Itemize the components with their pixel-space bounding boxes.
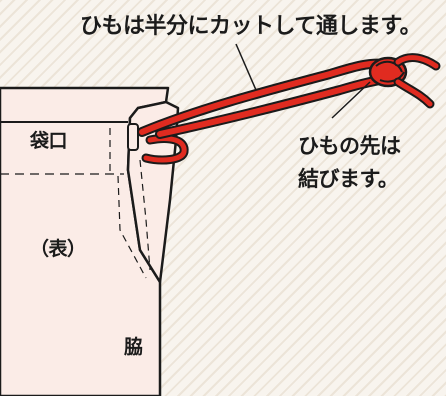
leader-line-side	[331, 81, 371, 119]
stitch-line-side-a	[117, 175, 147, 279]
instruction-tie-ends: ひもの先は 結びます。	[298, 130, 401, 196]
label-side-seam: 脇	[124, 336, 143, 358]
stitch-line-side-b	[139, 159, 151, 271]
leader-line-top	[235, 43, 257, 91]
side-fold-flap	[126, 100, 180, 284]
drawstring-knot	[368, 53, 441, 109]
instruction-tie-ends-line1: ひもの先は	[298, 134, 401, 158]
instruction-cut-and-thread: ひもは半分にカットして通します。	[80, 14, 422, 39]
label-bag-mouth: 袋口	[30, 130, 68, 152]
label-front-side: （表）	[30, 238, 86, 260]
drawstring-cords	[137, 58, 397, 139]
drawstring-channel-opening	[127, 123, 139, 151]
instruction-tie-ends-line2: 結びます。	[298, 167, 399, 191]
